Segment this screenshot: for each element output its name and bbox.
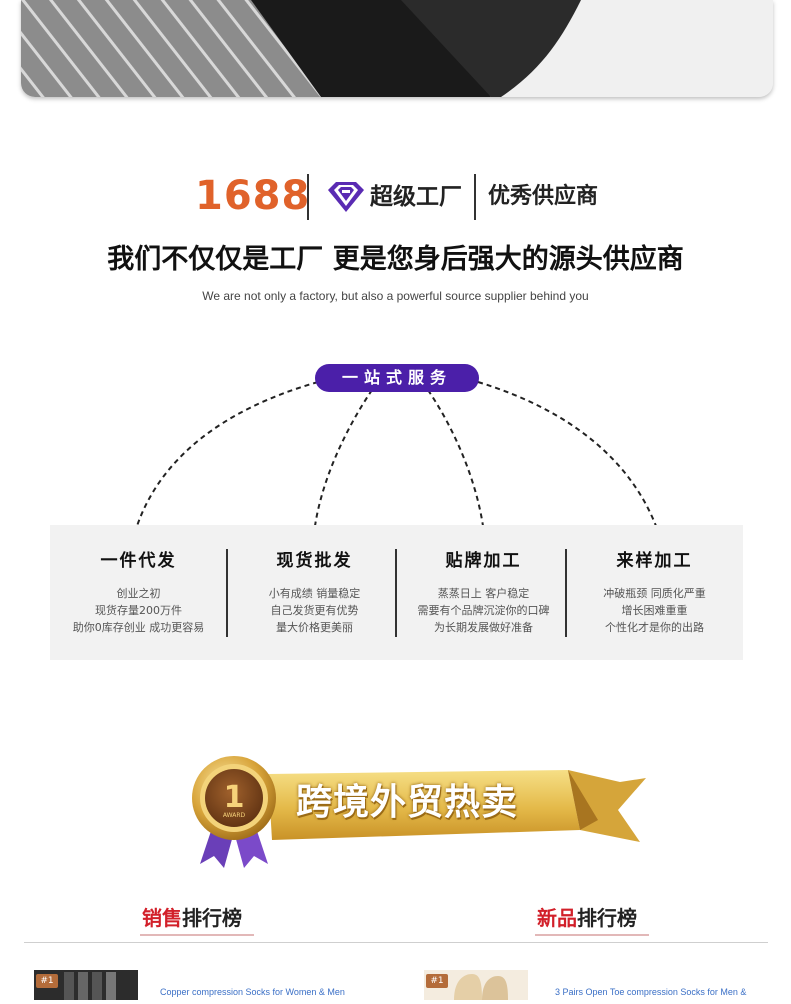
page-subline: We are not only a factory, but also a po…	[202, 289, 589, 303]
tab-label: 排行榜	[182, 906, 242, 930]
service-line: 量大价格更美丽	[276, 621, 353, 634]
logo-1688: 1688	[195, 173, 311, 219]
super-factory-label: 超级工厂	[370, 184, 462, 210]
header-divider-2	[474, 174, 476, 220]
service-oem: 贴牌加工 蒸蒸日上 客户稳定 需要有个品牌沉淀你的口碑 为长期发展做好准备	[397, 525, 570, 660]
one-stop-service-pill: 一站式服务	[315, 364, 479, 392]
header-divider	[307, 174, 309, 220]
service-desc: 创业之初 现货存量200万件 助你0库存创业 成功更容易	[52, 585, 225, 636]
tab-highlight: 新品	[537, 906, 577, 930]
service-title: 来样加工	[616, 551, 693, 571]
service-desc: 蒸蒸日上 客户稳定 需要有个品牌沉淀你的口碑 为长期发展做好准备	[397, 585, 570, 636]
service-line: 小有成绩 销量稳定	[268, 587, 361, 600]
banner-title: 跨境外贸热卖	[296, 782, 519, 823]
rank-badge: #1	[426, 974, 448, 988]
service-line: 现货存量200万件	[95, 604, 182, 617]
service-title: 贴牌加工	[445, 551, 522, 571]
excellent-supplier-label: 优秀供应商	[488, 184, 599, 209]
service-line: 蒸蒸日上 客户稳定	[437, 587, 530, 600]
medal-number: 1	[223, 780, 245, 815]
sock-image	[21, 0, 773, 97]
service-panel: 一件代发 创业之初 现货存量200万件 助你0库存创业 成功更容易 现货批发 小…	[50, 525, 743, 660]
award-medal-icon	[192, 756, 276, 868]
service-wholesale: 现货批发 小有成绩 销量稳定 自己发货更有优势 量大价格更美丽	[228, 525, 401, 660]
service-divider	[565, 549, 567, 637]
tab-highlight: 销售	[142, 906, 182, 930]
service-line: 为长期发展做好准备	[434, 621, 533, 634]
page-headline: 我们不仅仅是工厂 更是您身后强大的源头供应商	[107, 244, 684, 275]
tab-underline	[535, 934, 649, 936]
service-title: 现货批发	[276, 551, 353, 571]
diamond-icon	[328, 182, 364, 212]
ranking-divider	[24, 942, 768, 943]
product-title-link[interactable]: 3 Pairs Open Toe compression Socks for M…	[555, 987, 747, 997]
service-desc: 冲破瓶颈 同质化严重 增长困难重重 个性化才是你的出路	[568, 585, 741, 636]
service-dropshipping: 一件代发 创业之初 现货存量200万件 助你0库存创业 成功更容易	[52, 525, 225, 660]
product-photo	[21, 0, 773, 97]
service-line: 自己发货更有优势	[270, 604, 359, 617]
tab-sales-ranking[interactable]: 销售排行榜	[142, 902, 242, 934]
gold-ribbon	[268, 770, 646, 842]
tab-new-ranking[interactable]: 新品排行榜	[537, 902, 637, 934]
service-divider	[395, 549, 397, 637]
service-desc: 小有成绩 销量稳定 自己发货更有优势 量大价格更美丽	[228, 585, 401, 636]
service-line: 冲破瓶颈 同质化严重	[603, 587, 706, 600]
service-custom-sample: 来样加工 冲破瓶颈 同质化严重 增长困难重重 个性化才是你的出路	[568, 525, 741, 660]
service-divider	[226, 549, 228, 637]
rank-badge: #1	[36, 974, 58, 988]
service-connectors	[136, 381, 657, 527]
service-line: 增长困难重重	[621, 604, 688, 617]
service-line: 需要有个品牌沉淀你的口碑	[417, 604, 550, 617]
service-line: 助你0库存创业 成功更容易	[72, 621, 205, 634]
tab-label: 排行榜	[577, 906, 637, 930]
tab-underline	[140, 934, 254, 936]
service-line: 个性化才是你的出路	[605, 621, 704, 634]
service-line: 创业之初	[116, 587, 161, 600]
medal-text: AWARD	[222, 812, 246, 819]
product-title-link[interactable]: Copper compression Socks for Women & Men	[160, 987, 345, 997]
service-title: 一件代发	[100, 551, 177, 571]
